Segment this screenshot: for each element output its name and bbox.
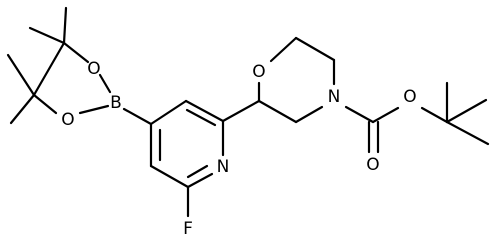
atom-o-carbonyl: O: [366, 155, 379, 175]
atom-o-dioxa-top: O: [87, 59, 100, 79]
bond-oester-ct: [420, 106, 449, 124]
bond-c4-c5: [149, 99, 188, 126]
bond-cA-o1: [62, 41, 90, 64]
atom-o-ester: O: [403, 87, 416, 107]
bonds: [6, 6, 490, 218]
bond-c5-c6-inner: [185, 108, 217, 127]
atom-n-pyridine: N: [217, 157, 230, 177]
bond-cc-oester: [371, 106, 400, 124]
bond-cB-o2: [32, 93, 58, 115]
bond-b-c4: [122, 107, 153, 126]
bond-c6-cm: [221, 99, 261, 123]
bond-n-c2-inner: [186, 164, 209, 179]
bond-cB-me3: [6, 53, 36, 97]
bond-cA-me2: [62, 6, 68, 45]
bond-cA-cB: [32, 41, 66, 97]
bond-c5-c6: [184, 99, 225, 123]
bond-cb-cm: [257, 99, 298, 124]
bond-ct-me-c: [445, 120, 490, 146]
bond-nm-cb: [294, 105, 324, 124]
bond-ctop-cr: [294, 36, 336, 62]
bond-o2-b: [78, 104, 110, 115]
bond-o1-b: [98, 73, 112, 94]
bond-nm-cc: [344, 105, 375, 124]
bond-cA-me1: [28, 26, 66, 45]
bond-cB-me4: [9, 93, 36, 125]
bond-n-c2: [186, 172, 214, 189]
atom-labels: O O B N F O N O O: [61, 59, 416, 239]
bond-ct-me-a: [445, 98, 488, 124]
bond-c2-c3: [149, 164, 190, 189]
atom-b: B: [110, 93, 122, 113]
atom-n-morpholine: N: [328, 87, 341, 107]
atom-f: F: [183, 219, 193, 239]
atom-o-dioxa-bot: O: [61, 110, 74, 130]
atom-o-morpholine: O: [252, 62, 265, 82]
bond-om-ctop: [269, 36, 298, 63]
